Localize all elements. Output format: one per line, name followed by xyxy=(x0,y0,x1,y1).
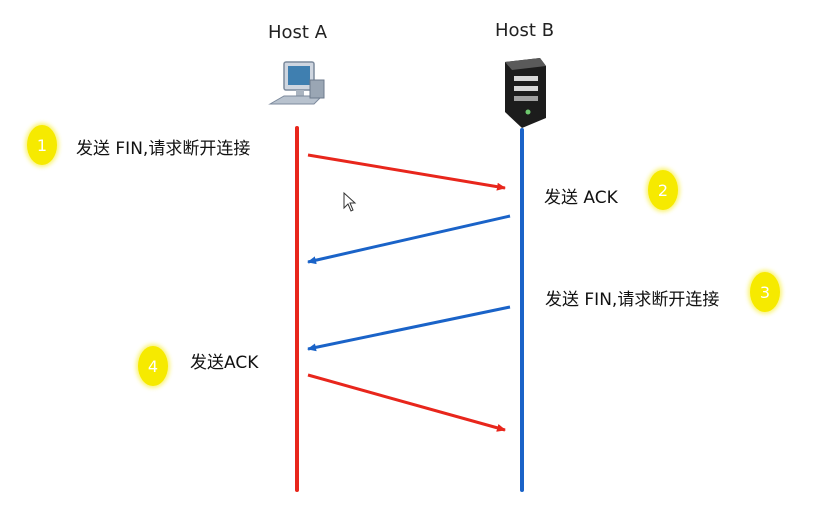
step-4-badge: 4 xyxy=(138,346,168,386)
mouse-cursor-icon xyxy=(343,191,357,212)
host-b-label: Host B xyxy=(495,20,555,41)
step-1-badge: 1 xyxy=(27,125,57,165)
step-1-text: 发送 FIN,请求断开连接 xyxy=(76,139,251,159)
message-arrow-fin-a-to-b xyxy=(307,153,506,191)
host-a-label: Host A xyxy=(268,22,328,43)
message-arrow-ack-a-to-b xyxy=(307,373,506,432)
step-2-badge: 2 xyxy=(648,170,678,210)
step-3-text: 发送 FIN,请求断开连接 xyxy=(545,290,720,310)
message-arrow-ack-b-to-a xyxy=(307,214,511,265)
desktop-computer-icon xyxy=(268,61,325,105)
step-4-text: 发送ACK xyxy=(190,353,259,373)
step-3-badge: 3 xyxy=(750,272,780,312)
step-2-text: 发送 ACK xyxy=(544,188,618,208)
server-tower-icon xyxy=(505,58,546,128)
message-arrow-fin-b-to-a xyxy=(307,305,511,352)
